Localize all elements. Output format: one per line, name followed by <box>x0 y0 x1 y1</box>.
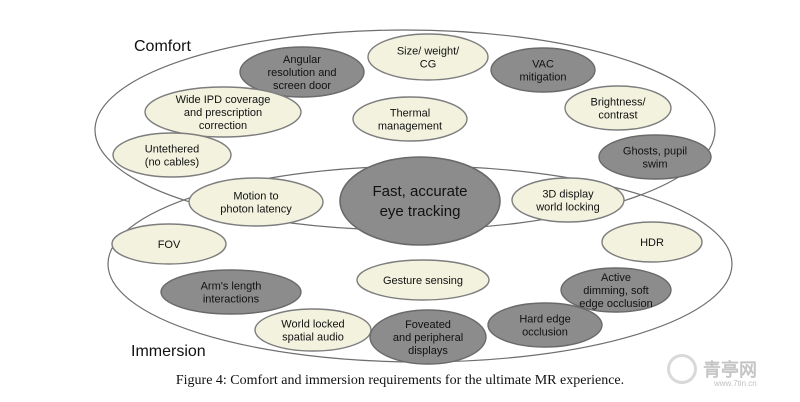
node-label-line: Angular <box>283 54 321 66</box>
node-label-line: contrast <box>598 110 637 122</box>
node-gesture: Gesture sensing <box>356 259 490 301</box>
node-shape <box>564 85 672 131</box>
node-label-line: swim <box>642 159 667 171</box>
node-label-line: mitigation <box>519 72 566 84</box>
node-label-line: 3D display <box>542 189 594 201</box>
node-label-line: Gesture sensing <box>383 275 463 287</box>
node-label-line: Foveated <box>405 319 451 331</box>
node-label-line: HDR <box>640 237 664 249</box>
node-label-line: edge occlusion <box>579 298 652 310</box>
node-label-line: FOV <box>158 239 181 251</box>
node-shape <box>352 96 468 142</box>
node-label-line: and prescription <box>184 107 262 119</box>
node-label-line: Motion to <box>233 191 278 203</box>
node-label-line: screen door <box>273 80 331 92</box>
node-label-line: management <box>378 121 442 133</box>
node-shape <box>601 221 703 263</box>
node-label-line: VAC <box>532 59 554 71</box>
node-label-line: interactions <box>203 294 260 306</box>
node-brightness: Brightness/contrast <box>564 85 672 131</box>
node-shape <box>144 86 302 138</box>
node-label-line: Thermal <box>390 108 430 120</box>
node-label-line: and peripheral <box>393 332 463 344</box>
node-shape <box>188 177 324 227</box>
node-label-line: occlusion <box>522 327 568 339</box>
node-label-line: spatial audio <box>282 332 344 344</box>
core-eye-tracking: Fast, accurate eye tracking <box>339 156 501 246</box>
node-shape <box>560 267 672 313</box>
watermark-logo-icon <box>667 354 697 384</box>
node-shape <box>511 177 625 223</box>
node-shape <box>369 309 487 365</box>
node-shape <box>356 259 490 301</box>
immersion-label: Immersion <box>131 343 206 360</box>
node-hdr: HDR <box>601 221 703 263</box>
node-label-line: CG <box>420 59 437 71</box>
node-shape <box>160 269 302 315</box>
node-shape <box>598 134 712 180</box>
node-label-line: (no cables) <box>145 157 199 169</box>
node-label-line: Brightness/ <box>590 97 646 109</box>
watermark: 青亭网 <box>667 349 793 389</box>
node-shape <box>254 308 372 352</box>
node-label-line: Untethered <box>145 144 199 156</box>
node-label-line: correction <box>199 120 247 132</box>
node-shape <box>487 302 603 348</box>
core-label-line-2: eye tracking <box>380 203 461 220</box>
node-label-line: Wide IPD coverage <box>176 94 271 106</box>
node-shape <box>111 223 227 265</box>
node-label-line: displays <box>408 345 448 357</box>
node-untethered: Untethered(no cables) <box>112 132 232 178</box>
node-label-line: photon latency <box>220 204 292 216</box>
node-label-line: World locked <box>281 319 344 331</box>
node-shape <box>490 47 596 93</box>
node-label-line: resolution and <box>267 67 336 79</box>
node-label-line: Hard edge <box>519 314 570 326</box>
node-label-line: world locking <box>535 202 600 214</box>
node-fov: FOV <box>111 223 227 265</box>
node-label-line: Size/ weight/ <box>397 46 460 58</box>
node-label-line: Ghosts, pupil <box>623 146 687 158</box>
node-shape <box>112 132 232 178</box>
node-label-line: Active <box>601 272 631 284</box>
node-size-weight: Size/ weight/CG <box>367 33 489 81</box>
figure-caption: Figure 4: Comfort and immersion requirem… <box>175 373 625 388</box>
watermark-url: www.7tin.cn <box>714 379 757 388</box>
watermark-brand: 青亭网 <box>703 360 757 380</box>
node-shape <box>239 46 365 98</box>
node-label-line: Arm's length <box>201 281 262 293</box>
node-label-line: dimming, soft <box>583 285 648 297</box>
node-shape <box>367 33 489 81</box>
comfort-label: Comfort <box>134 38 191 55</box>
core-label-line-1: Fast, accurate <box>372 183 467 200</box>
